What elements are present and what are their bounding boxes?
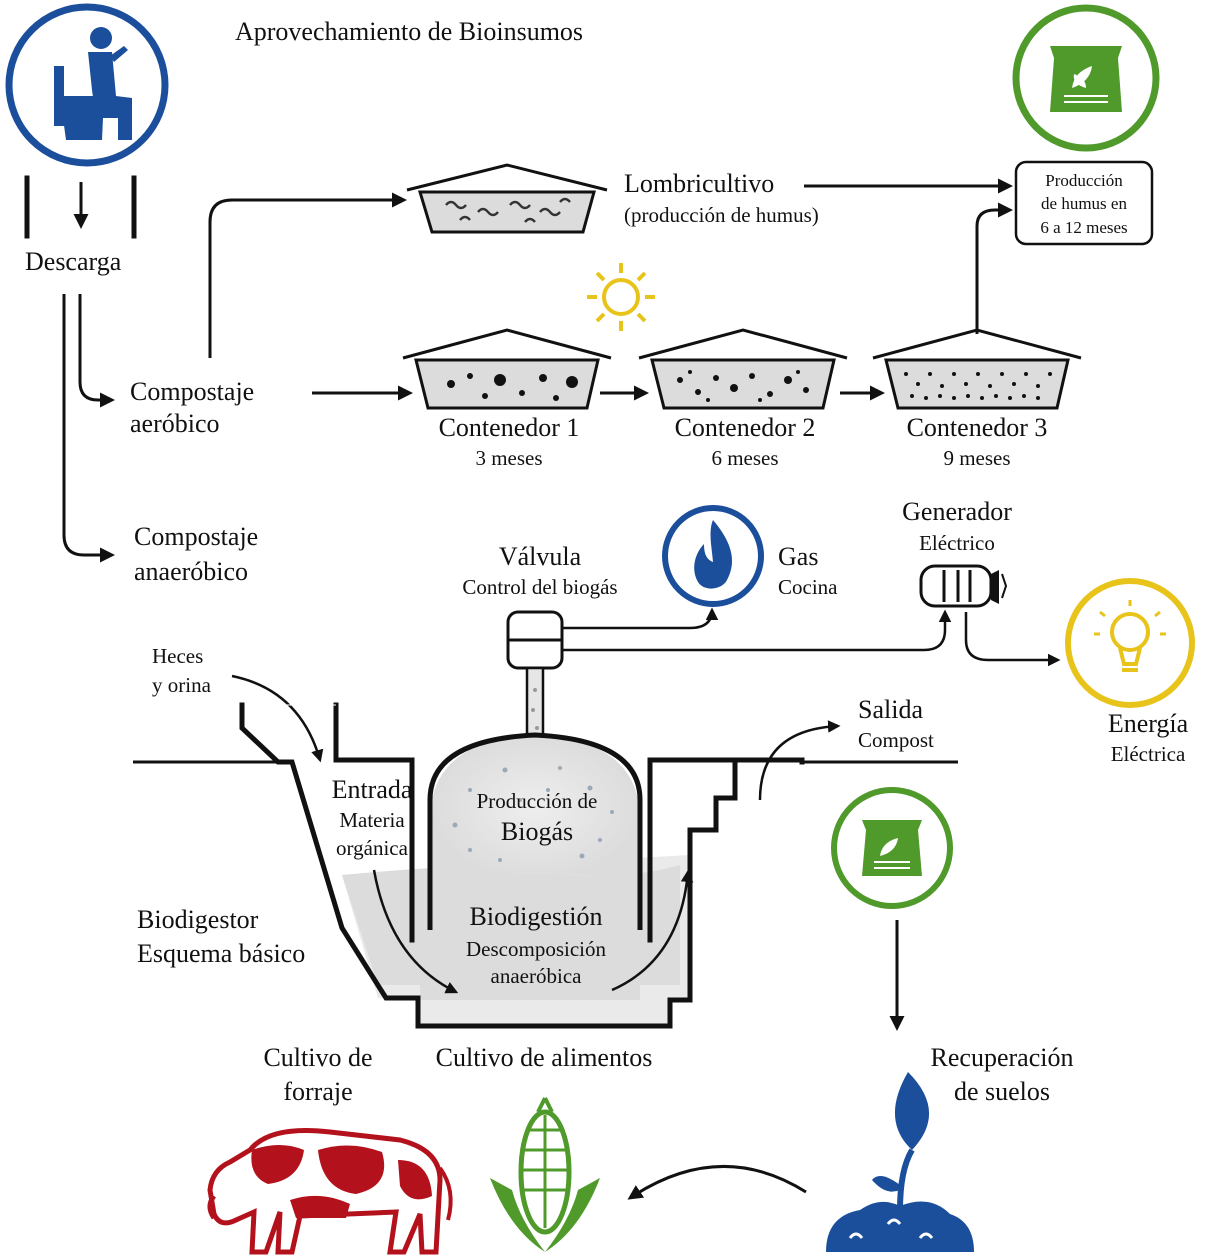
flame-icon <box>662 505 764 607</box>
light-bulb-icon <box>1065 578 1195 708</box>
generador-label: Generador <box>902 497 1012 526</box>
biodigestor-label: Biodigestor <box>137 905 259 934</box>
biodigestion-sublabel-2: anaeróbica <box>491 964 583 988</box>
entrada-label: Entrada <box>332 775 413 804</box>
forraje-label-1: Cultivo de <box>263 1043 372 1072</box>
humus-label-3: 6 a 12 meses <box>1040 218 1127 237</box>
container-1-time: 3 meses <box>475 446 542 470</box>
arrow-entrada-down <box>372 869 459 994</box>
generator-icon <box>919 564 1008 608</box>
compost-bag-icon <box>1012 4 1160 152</box>
corn-icon <box>490 1097 600 1252</box>
heces-label: Heces <box>152 644 203 668</box>
gas-pipe-to-generador <box>562 609 952 652</box>
sun-icon <box>587 263 655 331</box>
biogas-label-1: Producción de <box>477 789 598 813</box>
gas-pipe-to-cocina <box>562 607 719 630</box>
humus-label-1: Producción <box>1045 171 1123 190</box>
container-3-name: Contenedor 3 <box>907 413 1048 442</box>
container-3 <box>872 328 1082 410</box>
arrow-to-lombricultivo <box>208 192 407 358</box>
aerobico-label-2: aeróbico <box>130 409 220 438</box>
worm-bin <box>406 163 608 234</box>
biodigestor-tank <box>133 702 958 1029</box>
descarga-label: Descarga <box>25 247 122 276</box>
arrow-to-salida-up <box>611 869 694 992</box>
entrada-sublabel-2: orgánica <box>336 836 409 860</box>
suelos-label-1: Recuperación <box>931 1043 1074 1072</box>
arrow-heces-to-entrada <box>231 674 324 763</box>
salida-label: Salida <box>858 695 923 724</box>
energia-label: Energía <box>1108 709 1189 738</box>
aerobico-label-1: Compostaje <box>130 377 254 406</box>
person-on-toilet-icon <box>5 3 169 167</box>
biodigestion-sublabel-1: Descomposición <box>466 937 606 961</box>
lombricultivo-label: Lombricultivo <box>624 169 774 198</box>
descarga-pipe <box>24 175 137 239</box>
container-1 <box>402 328 612 410</box>
valve-body <box>506 610 564 750</box>
compost-bag-icon-2 <box>831 787 953 909</box>
anaerobico-label-2: anaeróbico <box>134 557 248 586</box>
arrow-salida <box>758 720 841 801</box>
valvula-label: Válvula <box>499 542 582 571</box>
alimentos-label: Cultivo de alimentos <box>436 1043 653 1072</box>
lombricultivo-sublabel: (producción de humus) <box>624 203 819 227</box>
gas-label: Gas <box>778 542 818 571</box>
container-1-name: Contenedor 1 <box>439 413 580 442</box>
biodigestion-label: Biodigestión <box>470 902 603 931</box>
arrow-c3-to-humus <box>975 202 1013 334</box>
entrada-sublabel-1: Materia <box>339 808 405 832</box>
biodigestor-sublabel: Esquema básico <box>137 939 305 968</box>
anaerobico-label-1: Compostaje <box>134 522 258 551</box>
salida-sublabel: Compost <box>858 728 934 752</box>
gas-sublabel: Cocina <box>778 575 838 599</box>
forraje-label-2: forraje <box>283 1077 352 1106</box>
suelos-label-2: de suelos <box>954 1077 1050 1106</box>
container-2 <box>638 328 848 410</box>
diagram-title: Aprovechamiento de Bioinsumos <box>235 17 583 46</box>
arrow-to-anaerobico <box>62 294 115 563</box>
cow-icon <box>207 1127 453 1255</box>
heces-sublabel: y orina <box>152 673 212 697</box>
arrow-generador-to-energia <box>964 612 1061 667</box>
container-3-time: 9 meses <box>943 446 1010 470</box>
arrow-to-aerobico <box>78 294 115 408</box>
valvula-sublabel: Control del biogás <box>462 575 617 599</box>
container-2-time: 6 meses <box>711 446 778 470</box>
sprout-icon <box>826 1072 974 1252</box>
generador-sublabel: Eléctrico <box>919 531 995 555</box>
humus-box <box>1014 160 1154 246</box>
humus-label-2: de humus en <box>1041 194 1127 213</box>
arrow-suelos-to-alimentos <box>627 1164 807 1200</box>
biogas-label-2: Biogás <box>501 817 573 846</box>
container-2-name: Contenedor 2 <box>675 413 816 442</box>
energia-sublabel: Eléctrica <box>1111 742 1186 766</box>
